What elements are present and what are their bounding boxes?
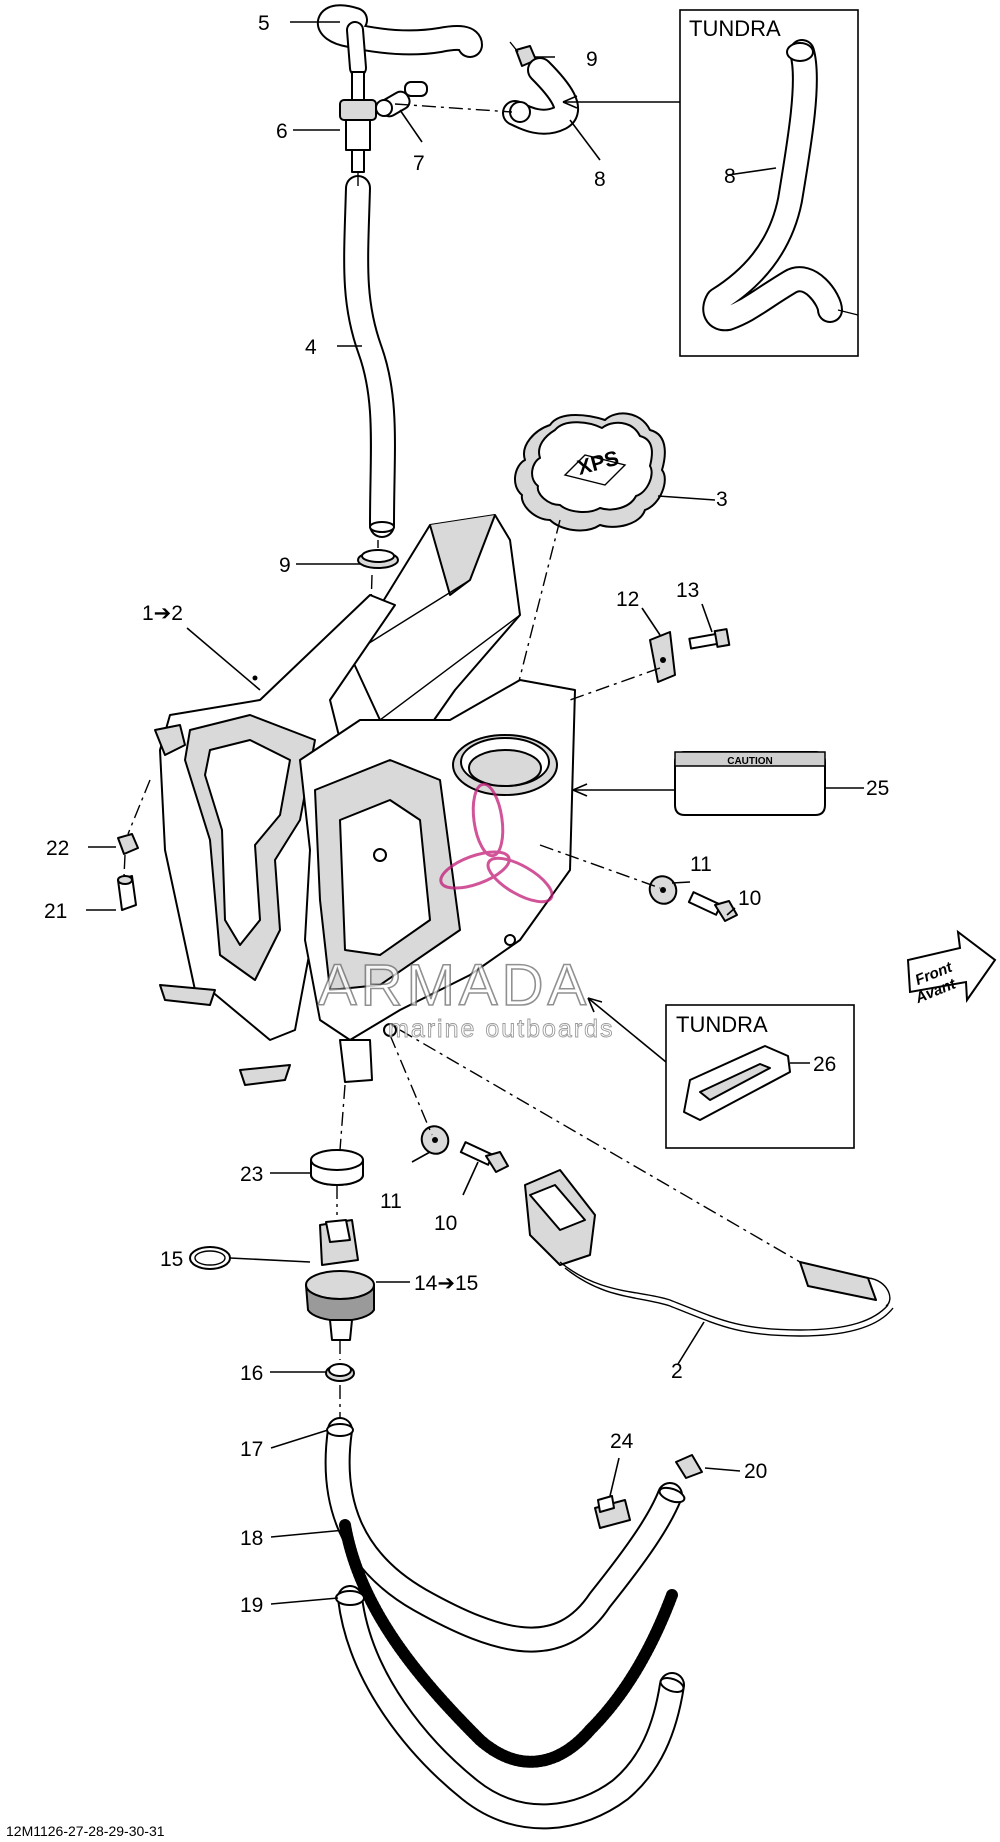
part-6-check-valve xyxy=(339,71,377,173)
inset-bottom-title: TUNDRA xyxy=(676,1012,768,1037)
callout-11-upper: 11 xyxy=(690,853,712,876)
part-21-fitting xyxy=(117,875,137,911)
callout-1-2: 1➔2 xyxy=(142,602,183,625)
part-12-washer-plate xyxy=(649,631,676,683)
callout-24: 24 xyxy=(610,1430,634,1453)
inset-tundra-top: TUNDRA xyxy=(679,9,859,357)
callout-8-top: 8 xyxy=(594,168,606,191)
part-5-vent-hose xyxy=(317,4,483,77)
inset-top-title: TUNDRA xyxy=(689,16,781,41)
part-7-elbow-fitting xyxy=(375,81,428,118)
callout-26: 26 xyxy=(813,1053,836,1076)
callout-15: 15 xyxy=(160,1248,183,1271)
callout-14-15: 14➔15 xyxy=(414,1272,478,1295)
part-15-o-ring xyxy=(189,1246,231,1270)
callout-21: 21 xyxy=(44,900,67,923)
callout-2: 2 xyxy=(671,1360,683,1383)
part-13-bolt xyxy=(688,628,731,650)
callout-3: 3 xyxy=(716,488,728,511)
part-24-hose-clip xyxy=(594,1495,631,1529)
callout-4: 4 xyxy=(305,336,317,359)
part-3-filler-cap: XPS xyxy=(514,412,666,532)
part-1-oil-tank xyxy=(154,514,576,1086)
callout-5: 5 xyxy=(258,12,270,35)
callout-10-upper: 10 xyxy=(738,887,761,910)
callout-8-box: 8 xyxy=(724,165,736,188)
callout-10-lower: 10 xyxy=(434,1212,457,1235)
callout-9-top: 9 xyxy=(586,48,598,71)
part-22-grommet xyxy=(117,833,139,855)
callout-20: 20 xyxy=(744,1460,767,1483)
callouts: 5 6 7 9 8 8 4 3 9 1➔2 12 13 25 11 10 22 … xyxy=(44,12,889,1617)
callout-7: 7 xyxy=(413,152,425,175)
part-11-washer-upper xyxy=(648,875,678,905)
part-14-outlet-valve xyxy=(305,1219,375,1341)
part-16-clamp-small xyxy=(325,1363,355,1382)
part-18-spring xyxy=(339,1519,678,1768)
watermark-brand: ARMADA xyxy=(318,953,590,1018)
callout-22: 22 xyxy=(46,837,69,860)
callout-25: 25 xyxy=(866,777,889,800)
callout-12: 12 xyxy=(616,588,639,611)
inset-tundra-bottom: TUNDRA xyxy=(665,1004,855,1149)
front-direction-arrow: Front Avant xyxy=(906,929,997,1007)
part-20-clip xyxy=(675,1454,703,1479)
callout-23: 23 xyxy=(240,1163,263,1186)
armada-logo-icon xyxy=(439,782,554,904)
part-11-washer-lower xyxy=(420,1125,450,1155)
callout-18: 18 xyxy=(240,1527,263,1550)
watermark-tagline: marine outboards xyxy=(388,1015,615,1043)
callout-9-mid: 9 xyxy=(279,554,291,577)
part-2-oil-level-sensor xyxy=(524,1169,894,1337)
figure-code: 12M1126-27-28-29-30-31 xyxy=(6,1823,165,1839)
caution-label-text: CAUTION xyxy=(727,756,773,767)
part-9-mid-clamp xyxy=(357,549,399,569)
part-10-bolt-lower xyxy=(459,1141,509,1173)
part-19-oil-hose-long xyxy=(335,1585,685,1830)
callout-6: 6 xyxy=(276,120,288,143)
callout-13: 13 xyxy=(676,579,699,602)
part-10-bolt-upper xyxy=(687,891,738,922)
part-8-vent-hose-short xyxy=(502,57,579,135)
callout-11-lower: 11 xyxy=(380,1190,402,1213)
part-23-clamp-large xyxy=(310,1149,364,1186)
part-4-vent-hose-long xyxy=(343,175,396,538)
callout-16: 16 xyxy=(240,1362,263,1385)
part-25-caution-label: CAUTION xyxy=(674,751,826,816)
callout-17: 17 xyxy=(240,1438,263,1461)
armada-watermark: ARMADA marine outboards xyxy=(317,782,615,1043)
callout-19: 19 xyxy=(240,1594,263,1617)
